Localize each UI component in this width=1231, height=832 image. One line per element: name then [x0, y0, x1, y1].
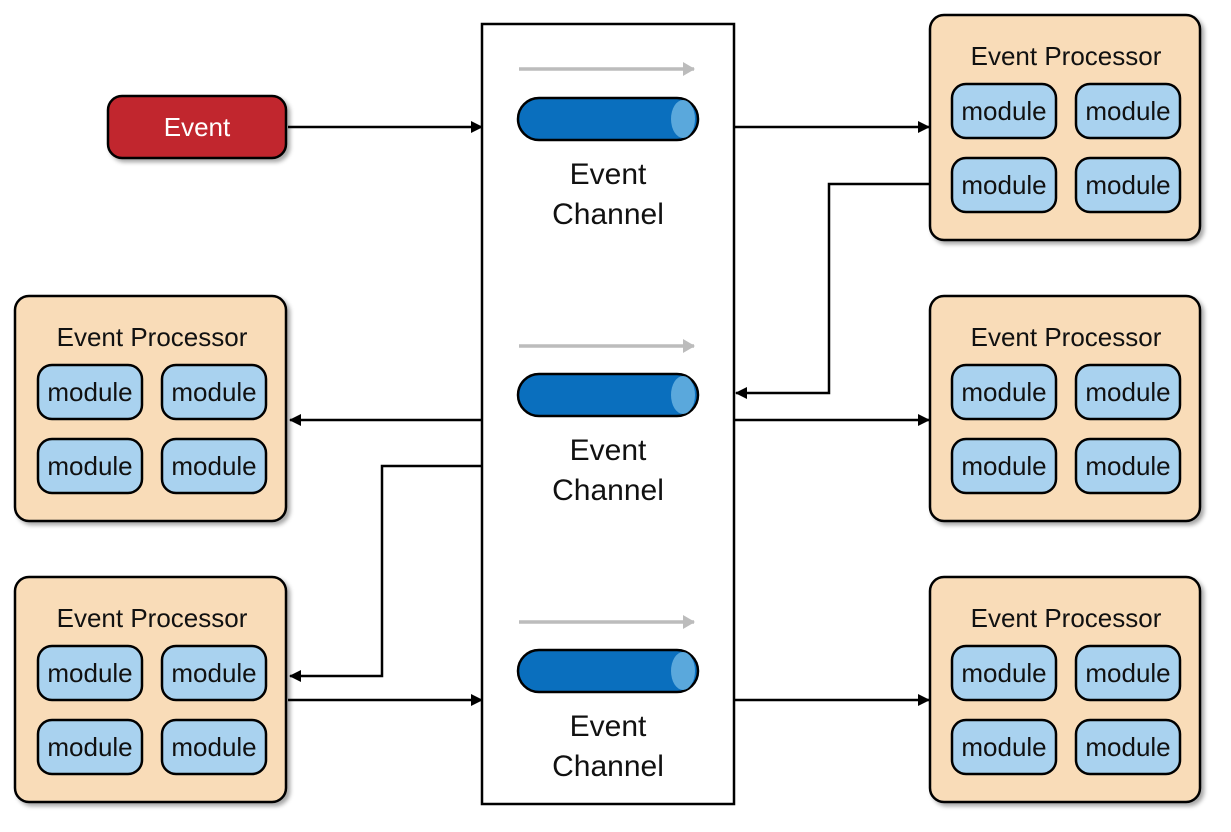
module-label: module — [1085, 451, 1170, 481]
channel-label-line1: Event — [570, 710, 647, 743]
channel-queue-icon — [516, 372, 700, 418]
event-processor-bottom-left: Event Processor module module module mod… — [13, 575, 288, 804]
module-box — [160, 363, 268, 421]
module-label: module — [961, 732, 1046, 762]
module-label: module — [1085, 658, 1170, 688]
module-label: module — [47, 377, 132, 407]
processor-title: Event Processor — [971, 322, 1162, 352]
module-label: module — [171, 732, 256, 762]
channel-queue-icon — [516, 96, 700, 142]
module-box — [160, 718, 268, 776]
event-channel-2: Event Channel — [516, 339, 700, 507]
module-label: module — [1085, 377, 1170, 407]
event-channel-3: Event Channel — [516, 615, 700, 783]
module-box — [1074, 437, 1182, 495]
module-box — [1074, 156, 1182, 214]
module-label: module — [171, 658, 256, 688]
module-box — [950, 156, 1058, 214]
module-label: module — [961, 658, 1046, 688]
processor-title: Event Processor — [971, 603, 1162, 633]
module-box — [950, 718, 1058, 776]
channel-queue-cap — [671, 652, 695, 690]
channel-queue-cap — [671, 376, 695, 414]
module-box — [950, 82, 1058, 140]
event-label: Event — [164, 112, 231, 142]
module-label: module — [171, 377, 256, 407]
arrow-channel-2-to-processor-bottom-left — [289, 464, 482, 682]
module-box — [36, 718, 144, 776]
module-label: module — [47, 451, 132, 481]
event-processor-bottom-right: Event Processor module module module mod… — [928, 575, 1202, 804]
module-box — [36, 363, 144, 421]
channel-label-line2: Channel — [552, 750, 664, 783]
channel-label-line2: Channel — [552, 474, 664, 507]
event-channel-1: Event Channel — [516, 62, 700, 231]
module-label: module — [1085, 170, 1170, 200]
module-label: module — [1085, 732, 1170, 762]
module-label: module — [1085, 96, 1170, 126]
module-label: module — [961, 377, 1046, 407]
module-box — [950, 644, 1058, 702]
event-processor-top-right: Event Processor module module module mod… — [928, 13, 1202, 242]
processor-title: Event Processor — [57, 603, 248, 633]
module-box — [1074, 363, 1182, 421]
module-box — [160, 437, 268, 495]
module-box — [160, 644, 268, 702]
arrow-processor-top-right-to-channel-2 — [735, 182, 929, 399]
channel-label-line2: Channel — [552, 198, 664, 231]
channel-queue-cap — [671, 100, 695, 138]
module-box — [1074, 644, 1182, 702]
connectors — [288, 121, 930, 706]
module-box — [36, 644, 144, 702]
processor-title: Event Processor — [971, 41, 1162, 71]
channel-label-line1: Event — [570, 434, 647, 467]
module-label: module — [961, 170, 1046, 200]
channel-queue-icon — [516, 648, 700, 694]
module-box — [1074, 82, 1182, 140]
module-label: module — [47, 732, 132, 762]
processor-title: Event Processor — [57, 322, 248, 352]
module-box — [36, 437, 144, 495]
module-label: module — [47, 658, 132, 688]
module-box — [950, 437, 1058, 495]
module-label: module — [961, 451, 1046, 481]
channel-label-line1: Event — [570, 158, 647, 191]
event-processor-middle-left: Event Processor module module module mod… — [13, 294, 288, 523]
module-box — [950, 363, 1058, 421]
module-label: module — [961, 96, 1046, 126]
module-box — [1074, 718, 1182, 776]
event-node — [106, 94, 288, 160]
event-processor-middle-right: Event Processor module module module mod… — [928, 294, 1202, 523]
module-label: module — [171, 451, 256, 481]
